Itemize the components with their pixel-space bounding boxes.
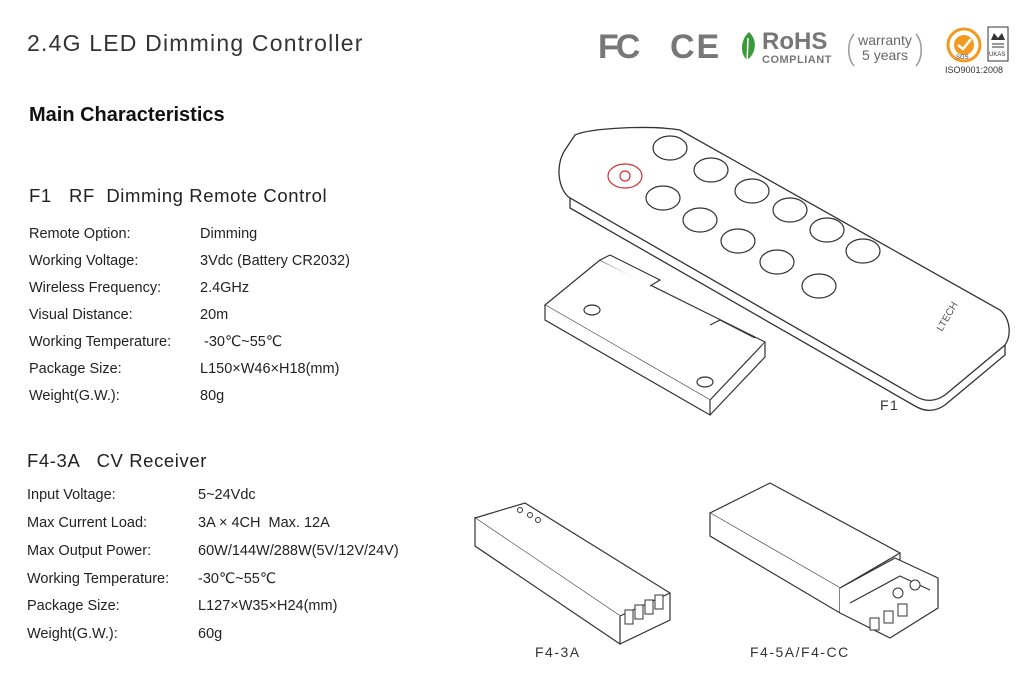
spec-label: Working Temperature: bbox=[29, 334, 172, 350]
battery-holder bbox=[543, 254, 766, 417]
spec-label: Working Voltage: bbox=[29, 253, 139, 269]
sgs-logo-icon bbox=[946, 27, 982, 63]
remote-caption: F1 bbox=[880, 397, 900, 413]
page-title: 2.4G LED Dimming Controller bbox=[27, 30, 364, 56]
iso-label: ISO9001:2008 bbox=[945, 65, 1004, 75]
spec-label: Remote Option: bbox=[29, 226, 131, 242]
spec-value: 80g bbox=[200, 388, 225, 404]
spec-value: 60W/144W/288W(5V/12V/24V) bbox=[198, 543, 399, 559]
fc-logo: FC bbox=[598, 28, 640, 66]
spec-label: Weight(G.W.): bbox=[27, 626, 118, 642]
power-icon bbox=[619, 170, 631, 182]
spec-value: L150×W46×H18(mm) bbox=[200, 361, 340, 377]
spec-label: Working Temperature: bbox=[27, 571, 170, 587]
f1-section-heading: F1 RF Dimming Remote Control bbox=[29, 185, 328, 206]
f4-5a-caption: F4-5A/F4-CC bbox=[750, 644, 850, 660]
spec-label: Package Size: bbox=[29, 361, 122, 377]
spec-label: Max Current Load: bbox=[27, 515, 148, 531]
spec-label: Wireless Frequency: bbox=[29, 280, 162, 296]
spec-value: Dimming bbox=[200, 226, 258, 242]
spec-value: -30℃~55℃ bbox=[200, 334, 283, 350]
ukas-label: UKAS bbox=[989, 52, 1006, 58]
warranty-badge: warranty 5 years bbox=[846, 30, 924, 70]
remote-control-illustration: LTECH bbox=[543, 126, 1010, 417]
spec-value: L127×W35×H24(mm) bbox=[198, 598, 338, 614]
f4-3a-caption: F4-3A bbox=[535, 644, 581, 660]
f4-3a-receiver-illustration bbox=[473, 502, 672, 646]
ce-logo: CE bbox=[670, 28, 722, 66]
iso-certification-logo: SGS UKAS ISO9001:2008 bbox=[945, 26, 1013, 76]
spec-value: 60g bbox=[198, 626, 223, 642]
spec-value: 20m bbox=[200, 307, 229, 323]
spec-label: Visual Distance: bbox=[29, 307, 133, 323]
remote-buttons bbox=[607, 135, 881, 299]
spec-value: 3Vdc (Battery CR2032) bbox=[200, 253, 350, 269]
spec-value: -30℃~55℃ bbox=[198, 571, 277, 587]
warranty-line-2: 5 years bbox=[862, 47, 908, 63]
warranty-wreath-icon bbox=[848, 33, 922, 67]
spec-label: Weight(G.W.): bbox=[29, 388, 120, 404]
main-characteristics-heading: Main Characteristics bbox=[29, 104, 225, 126]
rohs-compliant-label: COMPLIANT bbox=[762, 54, 832, 66]
rohs-logo: RoHS COMPLIANT bbox=[738, 28, 831, 70]
rohs-label: RoHS bbox=[762, 28, 828, 55]
spec-value: 5~24Vdc bbox=[198, 487, 256, 503]
spec-value: 2.4GHz bbox=[200, 280, 250, 296]
warranty-line-1: warranty bbox=[858, 32, 912, 48]
spec-label: Max Output Power: bbox=[27, 543, 152, 559]
spec-label: Package Size: bbox=[27, 598, 120, 614]
f4-5a-receiver-illustration bbox=[708, 482, 939, 639]
spec-value: 3A × 4CH Max. 12A bbox=[198, 515, 330, 531]
leaf-icon bbox=[741, 32, 755, 65]
spec-label: Input Voltage: bbox=[27, 487, 116, 503]
ukas-crown-icon bbox=[987, 26, 1009, 62]
f4-section-heading: F4-3A CV Receiver bbox=[27, 450, 208, 471]
sgs-label: SGS bbox=[956, 55, 969, 61]
